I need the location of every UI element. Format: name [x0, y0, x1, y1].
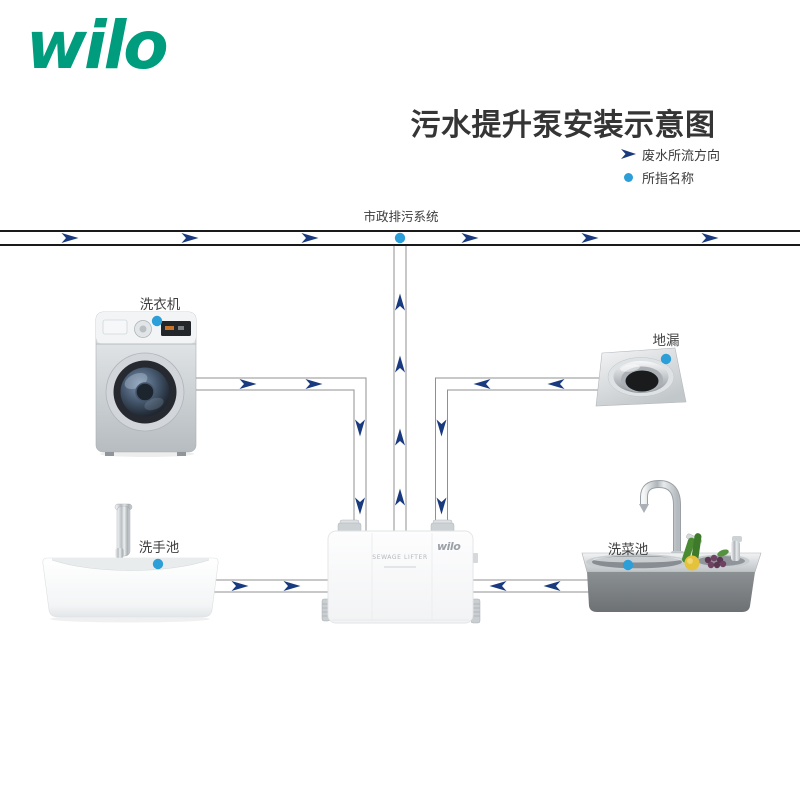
floor-drain-label: 地漏	[652, 333, 680, 349]
legend-flow-row: 废水所流方向	[621, 146, 721, 164]
floor-drain-image	[595, 347, 687, 407]
pump-brand-text: wilo	[437, 540, 461, 553]
washer-label: 洗衣机	[139, 297, 181, 313]
page-title: 污水提升泵安装示意图	[410, 108, 716, 143]
municipal-system-label: 市政排污系统	[363, 209, 439, 224]
washing-machine-image	[95, 311, 197, 457]
pump-model-text: SEWAGE LIFTER	[372, 554, 428, 561]
pump-model-subline	[384, 566, 416, 568]
flow-arrow-icon	[621, 149, 636, 159]
legend-name-row: 所指名称	[621, 169, 720, 187]
legend-flow-label: 废水所流方向	[642, 148, 721, 164]
name-dot-icon	[624, 172, 633, 182]
legend-name-label: 所指名称	[642, 171, 695, 187]
brand-logo: wilo	[26, 7, 169, 84]
kitchen-sink-label: 洗菜池	[607, 542, 649, 558]
kitchen-sink-image	[581, 479, 762, 612]
hand-basin-label: 洗手池	[138, 540, 180, 556]
sewage-pump-image	[321, 519, 481, 624]
legend: 废水所流方向 所指名称	[621, 146, 720, 192]
hand-basin-image	[42, 503, 219, 623]
